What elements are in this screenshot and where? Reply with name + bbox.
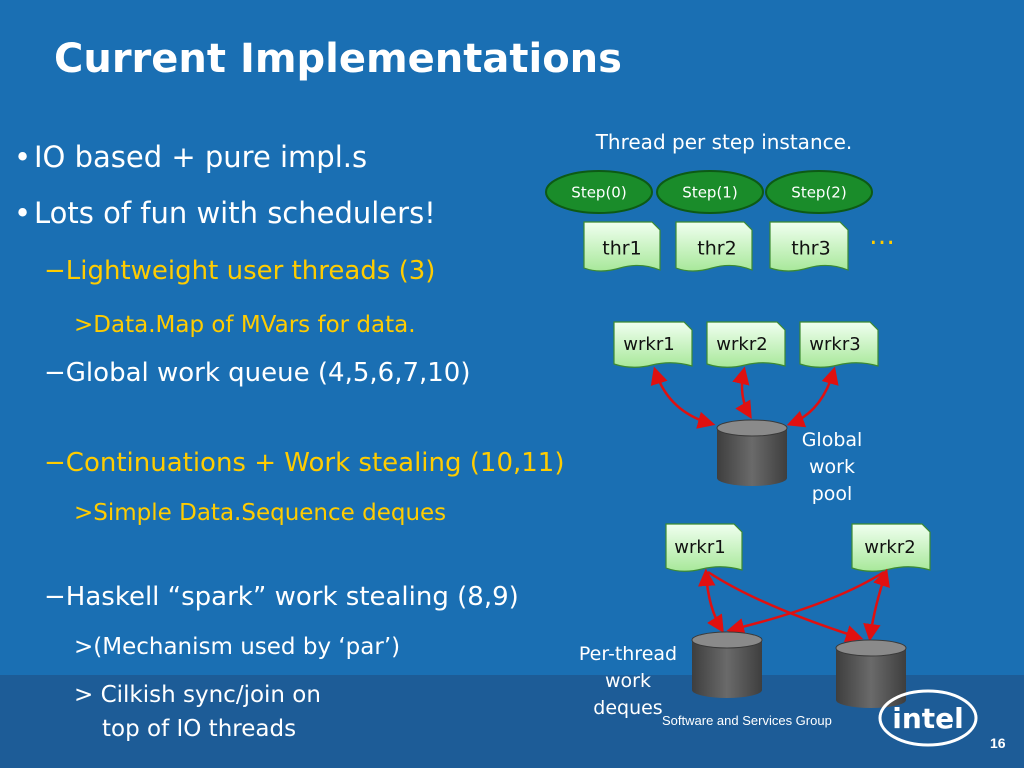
subbullet-global-queue: −Global work queue (4,5,6,7,10) [44, 358, 471, 388]
worker-label: wrkr2 [716, 334, 767, 355]
thread-label: thr3 [791, 238, 830, 260]
deque-cylinder-icon [835, 639, 907, 708]
thread-note: thr1 [583, 221, 661, 272]
arrow-worker2-to-deque2 [863, 568, 890, 642]
subsub-cilkish-continued: top of IO threads [102, 716, 297, 742]
arrow-worker3-to-pool [786, 366, 839, 428]
deque-cylinder-icon [691, 631, 763, 698]
thread-label: thr1 [602, 238, 641, 260]
step-label: Step(0) [571, 184, 626, 202]
subsub-data-sequence: >Simple Data.Sequence deques [74, 500, 447, 526]
bullet-dot-icon: • [14, 140, 32, 174]
step-ellipse: Step(0) [545, 170, 653, 214]
global-pool-cylinder-icon [716, 419, 788, 486]
arrow-worker1-to-deque2 [707, 570, 864, 643]
per-thread-label-line: work [605, 670, 651, 692]
footer-text: Software and Services Group [662, 713, 832, 728]
intel-logo-icon: intel [878, 689, 978, 747]
bullet-io-based: •IO based + pure impl.s [14, 140, 368, 174]
arrow-worker2-to-pool [732, 366, 752, 420]
step-ellipse: Step(2) [765, 170, 873, 214]
global-worker-note: wrkr2 [706, 321, 786, 368]
ellipsis-mark: … [869, 221, 895, 251]
arrow-worker1-to-pool [650, 366, 716, 429]
per-thread-worker-note: wrkr1 [665, 523, 743, 572]
global-pool-label-line: work [809, 456, 855, 478]
per-thread-label-line: deques [593, 697, 662, 719]
thread-label: thr2 [697, 238, 736, 260]
subsub-cilkish: > Cilkish sync/join on [74, 682, 321, 708]
global-worker-note: wrkr1 [613, 321, 693, 368]
subbullet-haskell-spark: −Haskell “spark” work stealing (8,9) [44, 582, 519, 612]
per-thread-worker-note: wrkr2 [851, 523, 931, 572]
global-pool-label-line: Global [802, 429, 863, 451]
svg-text:intel: intel [892, 702, 964, 735]
bullet-schedulers: •Lots of fun with schedulers! [14, 196, 436, 230]
subbullet-lightweight-threads: −Lightweight user threads (3) [44, 256, 436, 286]
per-thread-label-line: Per-thread [579, 643, 677, 665]
worker-label: wrkr2 [864, 537, 915, 558]
global-worker-note: wrkr3 [799, 321, 879, 368]
slide-title: Current Implementations [54, 36, 622, 82]
worker-label: wrkr1 [623, 334, 674, 355]
subsub-data-map: >Data.Map of MVars for data. [74, 312, 416, 338]
step-label: Step(1) [682, 184, 737, 202]
step-ellipse: Step(1) [656, 170, 764, 214]
subbullet-continuations: −Continuations + Work stealing (10,11) [44, 448, 565, 478]
worker-label: wrkr3 [809, 334, 860, 355]
step-label: Step(2) [791, 184, 846, 202]
diagram-caption: Thread per step instance. [595, 130, 853, 154]
subsub-mechanism-par: >(Mechanism used by ‘par’) [74, 634, 401, 660]
page-number: 16 [990, 735, 1006, 751]
arrow-worker1-to-deque1 [698, 568, 724, 633]
thread-note: thr2 [675, 221, 753, 272]
thread-note: thr3 [769, 221, 849, 272]
arrow-worker2-to-deque1 [726, 570, 885, 636]
bullet-dot-icon: • [14, 196, 32, 230]
worker-label: wrkr1 [674, 537, 725, 558]
global-pool-label-line: pool [812, 483, 853, 505]
